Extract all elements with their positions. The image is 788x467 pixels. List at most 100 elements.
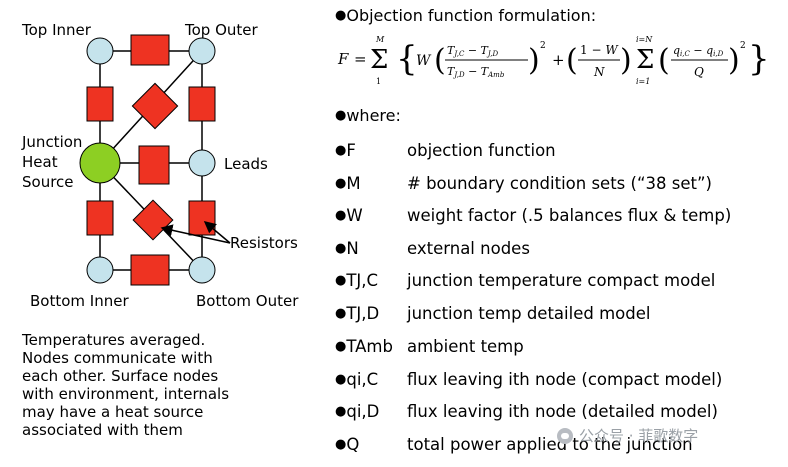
- definition-row: ●M # boundary condition sets (“38 set”): [335, 173, 775, 195]
- svg-text:TJ,D − TAmb: TJ,D − TAmb: [447, 65, 505, 79]
- svg-text:2: 2: [740, 41, 746, 51]
- definition-description: external nodes: [407, 239, 530, 258]
- bullet-icon: ●: [335, 108, 347, 123]
- svg-text:N: N: [593, 65, 605, 79]
- watermark: 公众号 · 菲歌数字: [557, 425, 698, 446]
- heading-text: Objection function formulation:: [346, 6, 597, 25]
- label-junction-line2: Heat: [22, 153, 58, 171]
- svg-text:Q: Q: [694, 65, 704, 79]
- bullet-icon: ●: [335, 143, 347, 158]
- definition-description: total power applied to the junction: [407, 435, 693, 454]
- resistor-left-upper: [86, 86, 114, 122]
- definition-symbol: TAmb: [346, 337, 393, 356]
- definition-description: junction temp detailed model: [407, 304, 651, 323]
- definition-description: flux leaving ith node (compact model): [407, 370, 723, 389]
- note-line: each other. Surface nodes: [22, 367, 219, 385]
- note-line: Temperatures averaged.: [22, 331, 206, 349]
- definition-description: objection function: [407, 141, 556, 160]
- resistor-top: [130, 34, 170, 66]
- objective-function-formula: F = Σ M 1 { W ( TJ,C − TJ,D TJ,D − TAmb …: [337, 35, 770, 86]
- definition-symbol: qi,D: [346, 402, 380, 421]
- label-resistors: Resistors: [230, 234, 298, 252]
- definition-symbol: Q: [346, 435, 360, 454]
- label-bottom-outer: Bottom Outer: [196, 292, 299, 310]
- resistor-right-upper: [188, 86, 216, 122]
- definition-symbol: N: [346, 239, 359, 258]
- resistor-diagonal-upper: [131, 82, 179, 130]
- svg-text:Σ: Σ: [636, 45, 654, 75]
- bullet-icon: ●: [335, 306, 347, 321]
- definition-row: ●TJ,C junction temperature compact model: [335, 270, 775, 292]
- resistors-callout-arrows: [160, 221, 231, 244]
- svg-text:1 − W: 1 − W: [580, 43, 619, 57]
- definition-symbol: F: [346, 141, 356, 160]
- node-bottom-outer: [188, 256, 216, 284]
- svg-text:i=N: i=N: [636, 35, 653, 44]
- svg-text:+: +: [552, 51, 565, 69]
- svg-text:M: M: [375, 35, 385, 44]
- svg-text:}: }: [748, 39, 770, 79]
- svg-text:1: 1: [376, 77, 381, 86]
- svg-text:(: (: [566, 43, 578, 78]
- definition-description: flux leaving ith node (detailed model): [407, 402, 718, 421]
- svg-text:qi,C − qi,D: qi,C − qi,D: [673, 44, 724, 58]
- svg-text:): ): [528, 43, 540, 78]
- label-leads: Leads: [224, 155, 268, 173]
- label-junction-line1: Junction: [22, 133, 83, 151]
- bullet-icon: ●: [335, 8, 347, 23]
- note-line: with environment, internals: [22, 385, 230, 403]
- node-junction-heat-source: [79, 142, 121, 184]
- definition-symbol: qi,C: [346, 370, 379, 389]
- svg-text:i=1: i=1: [636, 77, 650, 86]
- node-leads: [188, 149, 216, 177]
- label-top-inner: Top Inner: [22, 21, 91, 39]
- definition-description: ambient temp: [407, 337, 524, 356]
- bullet-icon: ●: [335, 241, 347, 256]
- resistor-right-lower: [188, 200, 216, 236]
- where-label: ●where:: [335, 106, 401, 128]
- svg-text:(: (: [658, 43, 670, 78]
- node-top-inner: [86, 37, 114, 65]
- definition-description: weight factor (.5 balances flux & temp): [407, 206, 732, 225]
- definition-symbol: M: [346, 174, 361, 193]
- svg-text:W: W: [416, 53, 432, 69]
- bullet-icon: ●: [335, 273, 347, 288]
- label-bottom-inner: Bottom Inner: [30, 292, 129, 310]
- definition-symbol: TJ,D: [346, 304, 380, 323]
- definition-row: ●TJ,D junction temp detailed model: [335, 303, 775, 325]
- where-text: where:: [346, 106, 401, 125]
- bullet-icon: ●: [335, 339, 347, 354]
- note-line: associated with them: [22, 421, 183, 439]
- bullet-icon: ●: [335, 437, 347, 452]
- definition-row: ●qi,D flux leaving ith node (detailed mod…: [335, 401, 775, 423]
- svg-text:2: 2: [540, 41, 546, 51]
- resistor-left-lower: [86, 200, 114, 236]
- heading: ●Objection function formulation:: [335, 6, 596, 28]
- definition-description: junction temperature compact model: [407, 271, 716, 290]
- svg-text:): ): [620, 43, 632, 78]
- note-line: Nodes communicate with: [22, 349, 213, 367]
- watermark-text: 公众号 · 菲歌数字: [579, 427, 699, 445]
- label-top-outer: Top Outer: [185, 21, 258, 39]
- svg-text:{: {: [396, 39, 418, 79]
- bullet-icon: ●: [335, 404, 347, 419]
- svg-text:(: (: [434, 43, 446, 78]
- definition-symbol: W: [346, 206, 363, 225]
- svg-text:F: F: [337, 50, 349, 68]
- label-junction-line3: Source: [22, 173, 74, 191]
- node-bottom-inner: [86, 256, 114, 284]
- definition-description: # boundary condition sets (“38 set”): [407, 174, 712, 193]
- node-top-outer: [188, 37, 216, 65]
- wechat-icon: [557, 427, 573, 444]
- definition-row: ●TAmb ambient temp: [335, 336, 775, 358]
- definition-symbol: TJ,C: [346, 271, 379, 290]
- resistor-bottom: [130, 254, 170, 286]
- svg-text:Σ: Σ: [370, 45, 388, 75]
- bullet-icon: ●: [335, 208, 347, 223]
- bullet-icon: ●: [335, 176, 347, 191]
